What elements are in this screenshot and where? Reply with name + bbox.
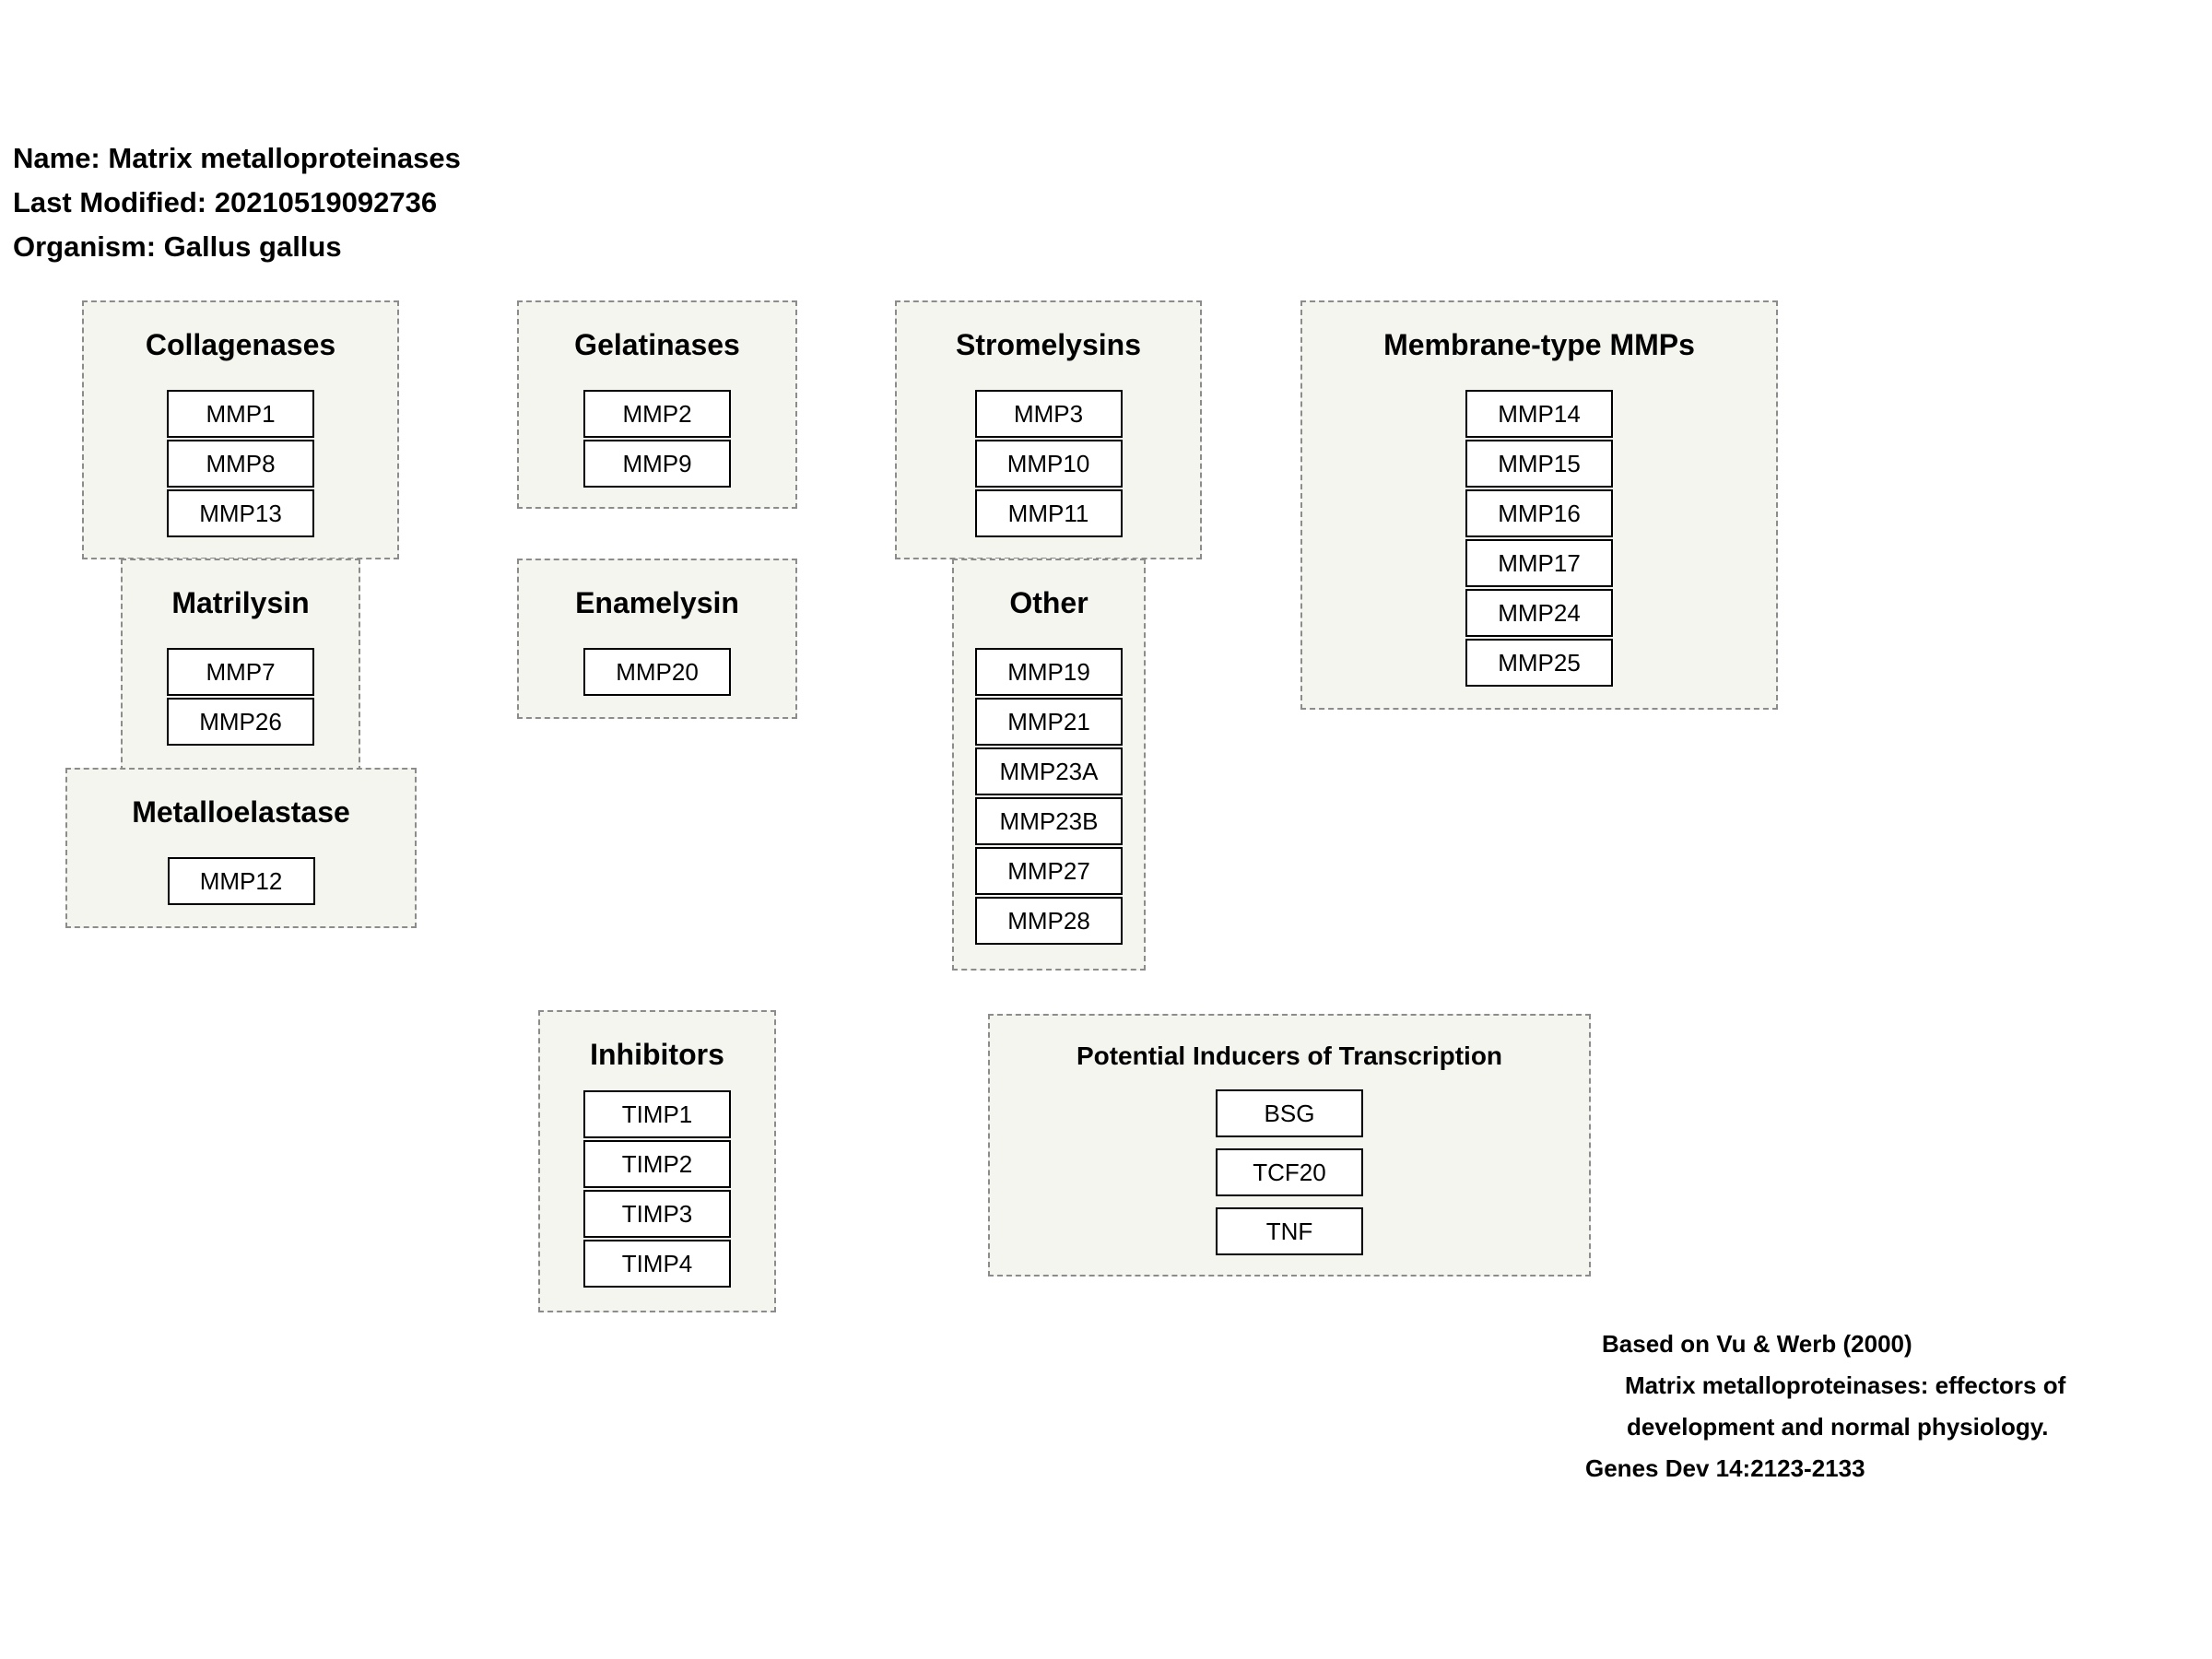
gene-box[interactable]: MMP11 (974, 489, 1123, 537)
group-potential-inducers: Potential Inducers of Transcription BSG T… (988, 1014, 1591, 1277)
group-title: Potential Inducers of Transcription (1076, 1041, 1503, 1070)
group-enamelysin: Enamelysin MMP20 (517, 559, 797, 719)
gene-box[interactable]: MMP13 (167, 489, 314, 537)
group-title: Membrane-type MMPs (1383, 328, 1695, 361)
gene-box[interactable]: MMP15 (1465, 440, 1613, 488)
citation-title-line-2: development and normal physiology. (1627, 1413, 2049, 1441)
gene-box[interactable]: MMP19 (975, 648, 1123, 696)
gene-box[interactable]: MMP20 (583, 648, 731, 696)
gene-box[interactable]: TIMP1 (583, 1090, 731, 1138)
gene-box[interactable]: MMP21 (975, 698, 1123, 746)
gene-box[interactable]: MMP9 (583, 440, 731, 488)
group-metalloelastase: Metalloelastase MMP12 (65, 768, 417, 928)
gene-box[interactable]: TCF20 (1216, 1148, 1363, 1196)
gene-box[interactable]: MMP8 (167, 440, 314, 488)
group-title: Other (1009, 586, 1088, 619)
group-title: Metalloelastase (132, 795, 350, 829)
citation-source: Based on Vu & Werb (2000) (1602, 1330, 1912, 1358)
citation-journal: Genes Dev 14:2123-2133 (1585, 1454, 1865, 1482)
gene-box[interactable]: MMP12 (167, 857, 315, 905)
gene-box[interactable]: MMP3 (974, 390, 1123, 438)
pathway-name: Name: Matrix metalloproteinases (13, 142, 461, 174)
gene-box[interactable]: TNF (1216, 1207, 1363, 1255)
gene-box[interactable]: TIMP4 (583, 1240, 731, 1288)
group-title: Stromelysins (956, 328, 1141, 361)
group-title: Inhibitors (590, 1038, 724, 1071)
gene-box[interactable]: MMP25 (1465, 639, 1613, 687)
gene-box[interactable]: MMP14 (1465, 390, 1613, 438)
gene-box[interactable]: MMP26 (167, 698, 314, 746)
gene-box[interactable]: MMP23A (975, 747, 1123, 795)
gene-box[interactable]: MMP17 (1465, 539, 1613, 587)
gene-box[interactable]: MMP2 (583, 390, 731, 438)
gene-box[interactable]: TIMP2 (583, 1140, 731, 1188)
gene-box[interactable]: MMP10 (974, 440, 1123, 488)
group-title: Gelatinases (574, 328, 740, 361)
organism: Organism: Gallus gallus (13, 230, 342, 263)
group-title: Collagenases (145, 328, 336, 361)
pathway-header: Name: Matrix metalloproteinases Last Mod… (13, 136, 461, 269)
gene-box[interactable]: MMP27 (975, 847, 1123, 895)
gene-box[interactable]: TIMP3 (583, 1190, 731, 1238)
group-title: Enamelysin (575, 586, 739, 619)
gene-box[interactable]: MMP28 (975, 897, 1123, 945)
gene-box[interactable]: MMP23B (975, 797, 1123, 845)
gene-box[interactable]: MMP1 (167, 390, 314, 438)
citation-title-line-1: Matrix metalloproteinases: effectors of (1625, 1371, 2066, 1399)
last-modified: Last Modified: 20210519092736 (13, 186, 438, 218)
group-title: Matrilysin (171, 586, 310, 619)
citation: Based on Vu & Werb (2000) Matrix metallo… (1585, 1324, 2065, 1489)
gene-box[interactable]: BSG (1216, 1089, 1363, 1137)
gene-box[interactable]: MMP24 (1465, 589, 1613, 637)
gene-box[interactable]: MMP16 (1465, 489, 1613, 537)
gene-box[interactable]: MMP7 (167, 648, 314, 696)
